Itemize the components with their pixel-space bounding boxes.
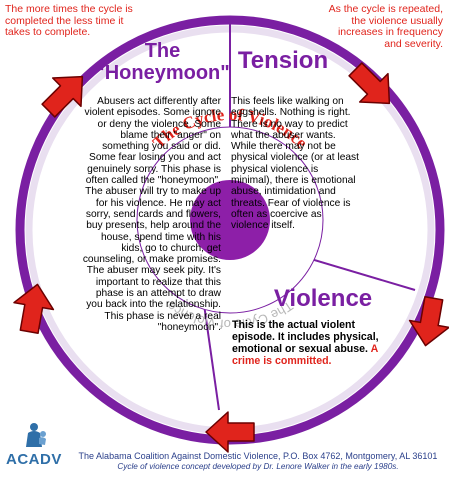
note-violence-increases: As the cycle is repeated, the violence u… (328, 3, 443, 50)
figure-holding-child-icon (26, 423, 46, 447)
tension-description: This feels like walking on eggshells. No… (231, 96, 359, 232)
footer: The Alabama Coalition Against Domestic V… (70, 451, 446, 472)
violence-crime-highlight: A crime is committed. (232, 343, 378, 367)
honeymoon-title: The "Honeymoon" (95, 40, 230, 84)
footer-address: The Alabama Coalition Against Domestic V… (78, 451, 438, 461)
honeymoon-title-line2: "Honeymoon" (95, 62, 230, 84)
center-disc (190, 180, 270, 260)
tension-title: Tension (237, 47, 329, 74)
note-cycle-shortens: The more times the cycle is completed th… (5, 3, 133, 38)
honeymoon-description: Abusers act differently after violent ep… (82, 96, 221, 333)
arrow-right (408, 296, 449, 347)
arrow-left (13, 283, 55, 334)
violence-description-text: This is the actual violent episode. It i… (232, 319, 379, 355)
acadv-logo: ACADV (6, 451, 62, 468)
arrow-bottom (205, 411, 255, 453)
violence-description: This is the actual violent episode. It i… (232, 319, 392, 367)
violence-title: Violence (273, 285, 373, 312)
footer-credit: Cycle of violence concept developed by D… (117, 462, 399, 471)
honeymoon-title-line1: The (144, 40, 181, 62)
arrow-top-left (41, 75, 84, 118)
arrow-top-right (348, 62, 391, 105)
